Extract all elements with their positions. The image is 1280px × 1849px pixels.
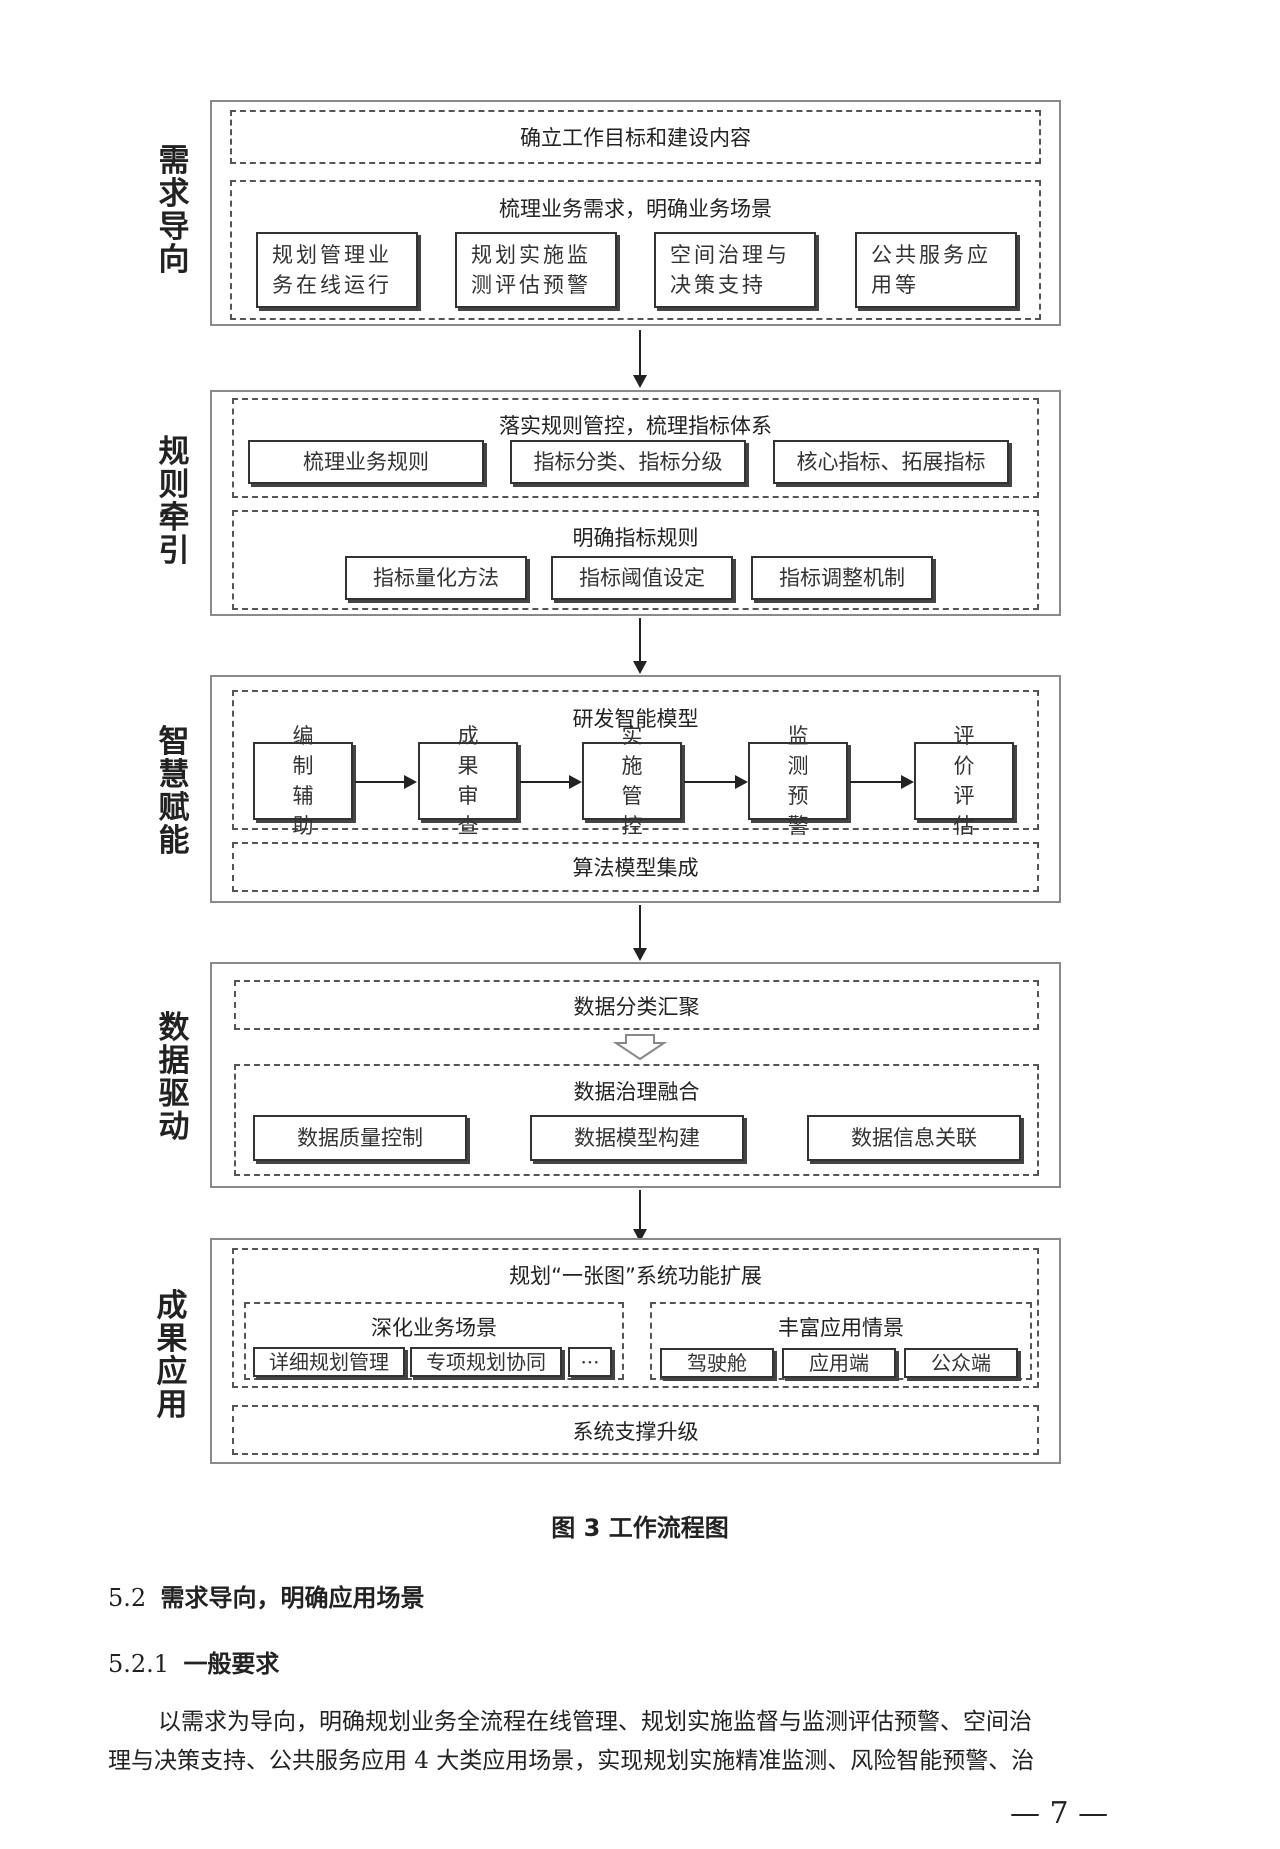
page-number: — 7 — — [1010, 1796, 1109, 1831]
block-rule-control-title: 落实规则管控，梳理指标体系 — [499, 414, 772, 438]
block-indicator-rules-title: 明确指标规则 — [572, 526, 699, 550]
indicator-box-2: 指标阈值设定 — [551, 556, 733, 600]
hollow-down-arrow-icon — [612, 1034, 668, 1061]
rule-box-1: 梳理业务规则 — [248, 440, 484, 484]
group-app-contexts-title: 丰富应用情景 — [778, 1316, 904, 1340]
scene-box-4: 公共服务应用等 — [855, 232, 1017, 308]
data-box-2: 数据模型构建 — [530, 1115, 744, 1161]
stage-label-intelligence: 智慧赋能 — [158, 724, 190, 859]
scene-box-3: 空间治理与决策支持 — [654, 232, 816, 308]
flow-arrow-2 — [633, 618, 647, 674]
figure-caption: 图 3 工作流程图 — [551, 1514, 729, 1542]
stage-label-demand: 需求导向 — [158, 143, 190, 278]
block-smart-model — [232, 690, 1039, 830]
indicator-box-3: 指标调整机制 — [751, 556, 933, 600]
model-step-2: 成果审查 — [418, 724, 518, 838]
model-step-5: 评价评估 — [914, 724, 1014, 838]
block-system-upgrade — [232, 1405, 1039, 1455]
section-title: 需求导向，明确应用场景 — [160, 1584, 425, 1612]
model-step-4: 监测预警 — [748, 724, 848, 838]
scene-box-1: 规划管理业务在线运行 — [256, 232, 418, 308]
group-business-scenes — [244, 1302, 624, 1380]
scene-more: ··· — [568, 1347, 612, 1377]
section-number: 5.2 — [108, 1584, 147, 1612]
model-arrow-3 — [684, 775, 748, 789]
app-cockpit: 驾驶舱 — [660, 1348, 774, 1378]
model-step-3: 实施管控 — [582, 724, 682, 838]
app-public: 公众端 — [904, 1348, 1018, 1378]
data-box-1: 数据质量控制 — [253, 1115, 467, 1161]
data-box-3: 数据信息关联 — [807, 1115, 1021, 1161]
block-business-needs-title: 梳理业务需求，明确业务场景 — [499, 197, 772, 221]
scene-special-plan: 专项规划协同 — [410, 1347, 562, 1377]
block-goal-title: 确立工作目标和建设内容 — [520, 126, 751, 150]
block-system-upgrade-title: 系统支撑升级 — [572, 1420, 699, 1444]
subsection-title: 一般要求 — [183, 1650, 280, 1678]
indicator-box-1: 指标量化方法 — [345, 556, 527, 600]
block-data-collect-title: 数据分类汇聚 — [573, 995, 700, 1019]
model-arrow-2 — [520, 775, 582, 789]
flow-arrow-4 — [633, 1190, 647, 1242]
block-data-governance-title: 数据治理融合 — [573, 1080, 700, 1104]
group-business-scenes-title: 深化业务场景 — [371, 1316, 497, 1340]
rule-box-3: 核心指标、拓展指标 — [773, 440, 1009, 484]
flow-arrow-1 — [633, 330, 647, 388]
block-smart-model-title: 研发智能模型 — [572, 707, 699, 731]
block-data-collect — [234, 980, 1039, 1030]
block-one-map-title: 规划“一张图”系统功能扩展 — [509, 1264, 762, 1288]
block-data-governance — [234, 1064, 1039, 1176]
app-client: 应用端 — [782, 1348, 896, 1378]
block-indicator-rules — [232, 510, 1039, 610]
block-algorithm — [232, 842, 1039, 892]
group-app-contexts — [650, 1302, 1032, 1380]
scene-box-2: 规划实施监测评估预警 — [455, 232, 617, 308]
model-step-1: 编制辅助 — [253, 724, 353, 838]
block-one-map — [232, 1248, 1039, 1388]
block-rule-control — [232, 398, 1039, 498]
scene-detail-plan: 详细规划管理 — [253, 1347, 405, 1377]
subsection-number: 5.2.1 — [108, 1650, 170, 1678]
block-algorithm-title: 算法模型集成 — [572, 856, 699, 880]
body-line-1: 以需求为导向，明确规划业务全流程在线管理、规划实施监督与监测评估预警、空间治 — [158, 1709, 1032, 1735]
stage-label-rules: 规则牵引 — [158, 434, 190, 569]
body-line-2: 理与决策支持、公共服务应用 4 大类应用场景，实现规划实施精准监测、风险智能预警… — [108, 1748, 1035, 1774]
stage-label-application: 成果应用 — [156, 1288, 188, 1423]
flow-arrow-3 — [633, 905, 647, 961]
model-arrow-1 — [355, 775, 417, 789]
model-arrow-4 — [850, 775, 914, 789]
stage-label-data: 数据驱动 — [158, 1010, 190, 1145]
rule-box-2: 指标分类、指标分级 — [510, 440, 746, 484]
block-goal — [230, 110, 1041, 164]
subsection-heading: 5.2.1 一般要求 — [108, 1644, 279, 1679]
block-business-needs — [230, 180, 1041, 320]
section-heading: 5.2 需求导向，明确应用场景 — [108, 1578, 425, 1613]
